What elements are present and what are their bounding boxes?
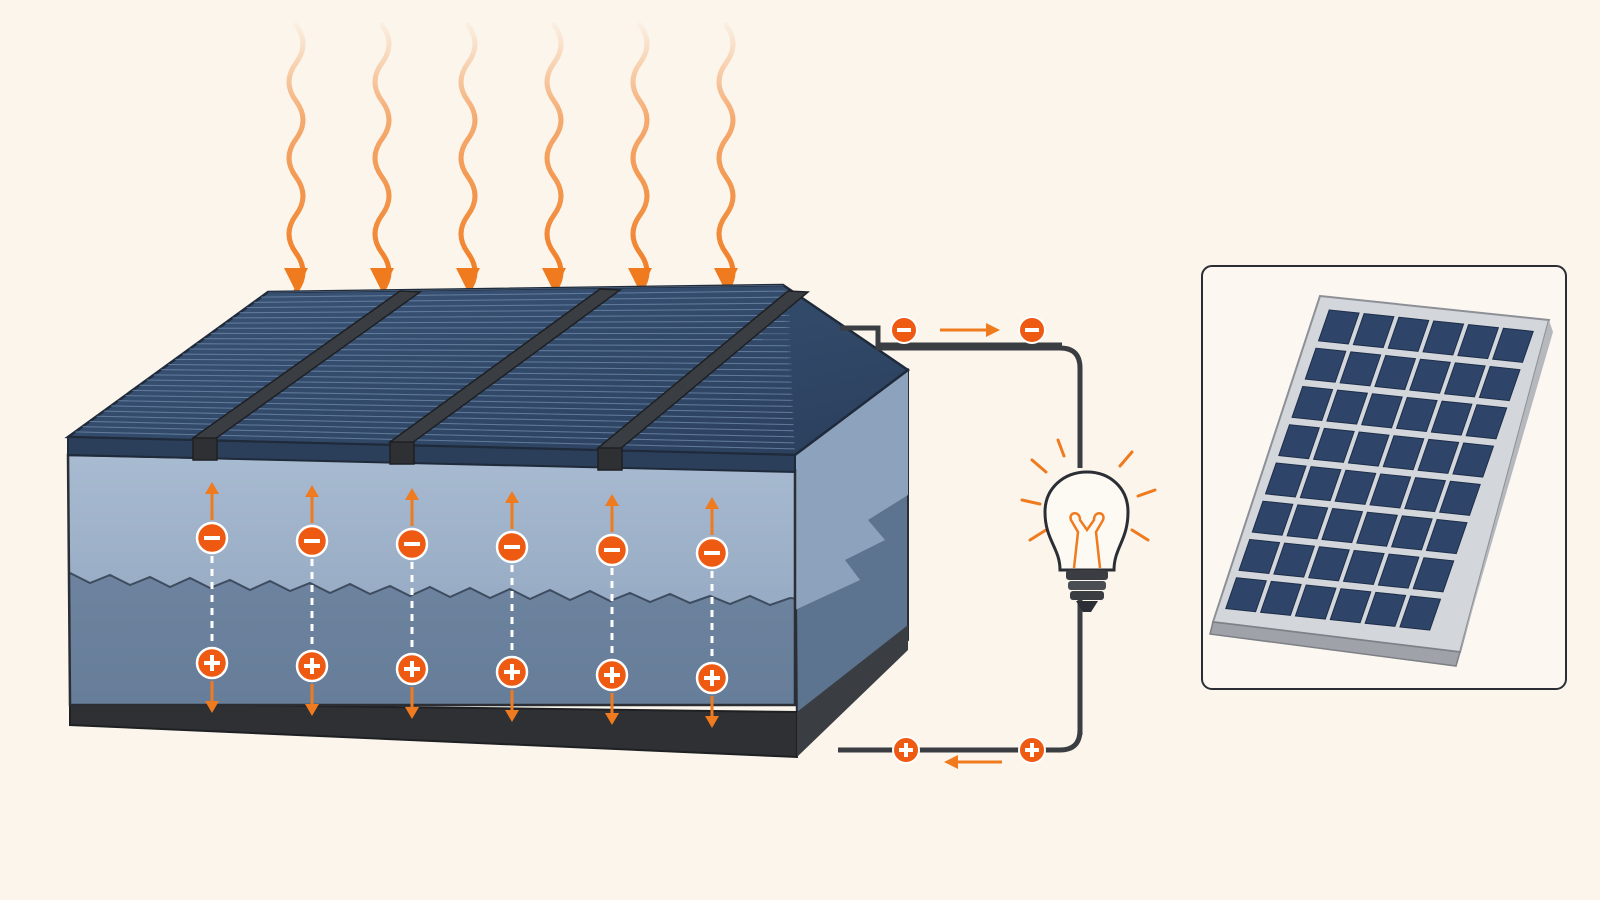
panel-cell (1409, 358, 1451, 394)
light-bulb-icon (1020, 438, 1157, 612)
panel-cell (1304, 347, 1347, 383)
busbar (387, 288, 623, 465)
external-circuit (838, 316, 1083, 769)
busbar (596, 290, 810, 471)
wavy-arrow-icon (542, 22, 566, 294)
panel-cell (1457, 324, 1500, 360)
charge-pair (395, 488, 429, 719)
panel-cell (1278, 424, 1320, 460)
panel-cell (1273, 542, 1316, 578)
panel-cell (1286, 504, 1329, 540)
panel-cell (1369, 473, 1412, 509)
cell-side-upper (795, 370, 908, 610)
busbar (190, 290, 423, 461)
panel-cell (1387, 316, 1430, 352)
wavy-arrow-icon (284, 22, 308, 294)
panel-cell (1412, 557, 1455, 593)
panel-cell (1361, 393, 1403, 429)
panel-cell (1326, 389, 1369, 425)
charge-pair (495, 491, 529, 722)
panel-cell (1377, 553, 1420, 589)
wavy-arrow-icon (628, 22, 652, 294)
minus-circle-icon (695, 536, 729, 570)
panel-cell (1334, 469, 1377, 505)
plus-circle-icon (395, 652, 429, 686)
panel-cell (1291, 385, 1334, 422)
panel-cell (1478, 365, 1521, 402)
panel-cell (1443, 362, 1486, 398)
panel-cell (1299, 466, 1342, 502)
panel-cell (1404, 477, 1447, 513)
panel-cell (1399, 595, 1442, 631)
wavy-arrow-icon (370, 22, 394, 294)
minus-circle-icon (395, 527, 429, 561)
charge-pair (295, 485, 329, 716)
panel-cell (1251, 500, 1294, 536)
light-rays (284, 22, 738, 294)
base-plate-side (797, 625, 908, 757)
plus-circle-icon (195, 646, 229, 680)
solar-panel-icon (1225, 309, 1534, 631)
plus-circle-icon (595, 658, 629, 692)
panel-cell (1364, 591, 1407, 627)
panel-cell (1439, 480, 1481, 516)
junction-line (68, 571, 795, 607)
panel-cell (1395, 396, 1438, 433)
panel-cell (1492, 327, 1534, 363)
minus-circle-icon (595, 533, 629, 567)
charge-pair (695, 497, 729, 728)
plus-circle-icon (695, 661, 729, 695)
hole-flow-return (892, 736, 1046, 769)
panel-cell (1465, 404, 1508, 440)
circuit-wire-upper (840, 325, 1083, 468)
base-plate (69, 701, 798, 759)
panel-cell (1422, 320, 1465, 356)
plus-circle-icon (295, 649, 329, 683)
panel-cell (1342, 549, 1385, 586)
charge-pair (195, 482, 229, 713)
minus-circle-icon (295, 524, 329, 558)
panel-cell (1417, 438, 1460, 474)
panel-cell (1294, 584, 1337, 620)
panel-cell (1264, 462, 1307, 498)
panel-cell (1308, 546, 1350, 582)
panel-cell (1339, 351, 1382, 387)
solar-cell-block (64, 283, 911, 759)
panel-cell (1317, 309, 1360, 345)
charge-carriers (195, 482, 729, 728)
wavy-arrow-icon (714, 22, 738, 294)
panel-cell (1259, 580, 1302, 616)
panel-cell (1225, 577, 1267, 613)
panel-cell (1329, 588, 1372, 624)
solar-panel-inset (1201, 265, 1567, 690)
panel-cell (1382, 435, 1425, 471)
panel-cell (1430, 400, 1473, 436)
electron-flow-out (890, 316, 1046, 344)
panel-cell (1452, 442, 1495, 478)
panel-cell (1347, 431, 1390, 467)
minus-circle-icon (495, 530, 529, 564)
wavy-arrow-icon (456, 22, 480, 294)
n-type-layer (68, 455, 795, 605)
circuit-wire-lower (838, 600, 1083, 753)
panel-cell (1356, 511, 1398, 547)
plus-circle-icon (495, 655, 529, 689)
panel-cell (1321, 507, 1364, 544)
panel-cell (1312, 427, 1355, 463)
busbars (190, 288, 810, 471)
minus-circle-icon (195, 521, 229, 555)
charge-pair (595, 494, 629, 725)
panel-cell (1238, 538, 1281, 575)
panel-cell (1352, 313, 1395, 349)
panel-cell (1374, 354, 1417, 391)
panel-cell (1390, 515, 1433, 551)
panel-cell (1425, 518, 1468, 555)
